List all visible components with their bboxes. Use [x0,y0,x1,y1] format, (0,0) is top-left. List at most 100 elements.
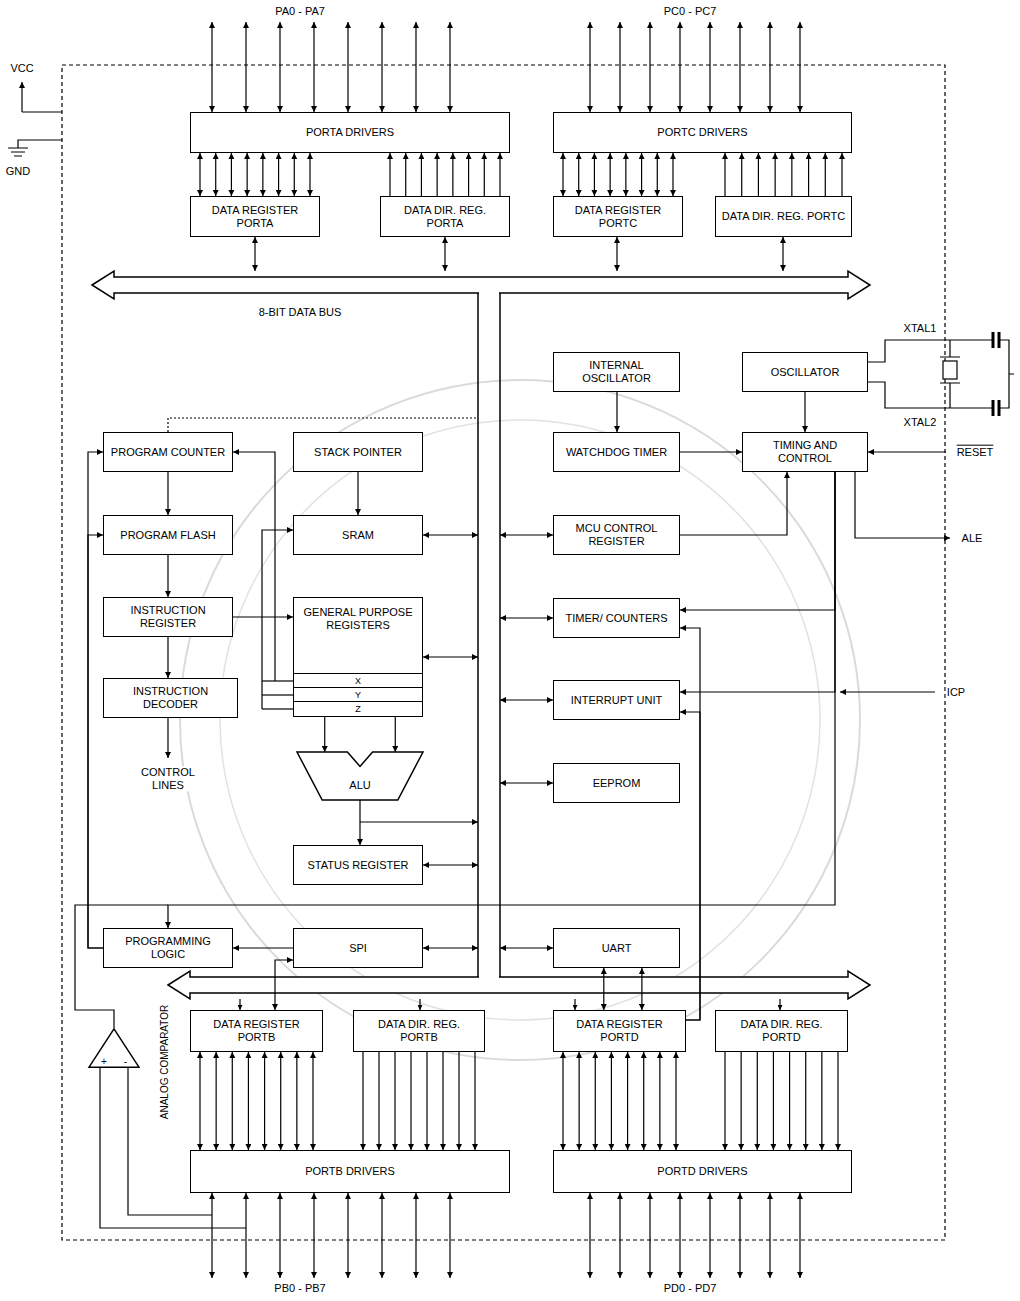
connector-line [278,153,279,196]
node-text: DATA REGISTER PORTC [558,204,678,229]
node-text: ALU [349,779,370,792]
node-text: DATA REGISTER PORTB [195,1018,318,1043]
connector [563,153,673,196]
connector-line [232,1052,233,1150]
pin-label: XTAL2 [903,416,938,429]
connector [680,628,700,1020]
node-text: EEPROM [593,777,641,790]
node-text: DATA DIR. REG. PORTB [358,1018,480,1043]
connector-line [280,1052,281,1150]
vcc-wire [21,82,22,112]
connector-line [216,1052,217,1150]
connector-line [421,153,422,196]
node-text: PORTB DRIVERS [305,1165,395,1178]
capacitor-symbol [993,332,999,416]
bus-link [500,699,553,700]
node-text: MCU CONTROL REGISTER [558,522,675,547]
pin-line [449,22,450,112]
connector-line [199,1052,200,1150]
port-drivers: PORTC DRIVERS [553,112,852,153]
icp-wire [840,691,935,692]
connector [168,472,169,515]
connector-line [680,472,835,610]
connector-line [611,1052,612,1150]
connector-line [442,1052,443,1150]
node-text: PORTC DRIVERS [657,126,747,139]
node-text: INSTRUCTION DECODER [108,685,233,710]
connector [390,153,500,196]
connector [617,392,618,432]
connector [168,555,169,597]
pin-label: RESET [956,446,995,459]
ground-label: GND [5,165,31,178]
connector-line [233,947,293,948]
block-box: MCU CONTROL REGISTER [553,515,680,555]
bus-junction [479,975,499,979]
node-text: INTERRUPT UNIT [571,694,662,707]
alu-shape: ALU [297,752,423,800]
node-text: DATA DIR. REG. PORTA [385,204,505,229]
connector-line [724,1052,725,1150]
pin-line [313,1193,314,1278]
connector [233,617,293,618]
connector-line [578,153,579,196]
connector [168,472,835,928]
node-text: DATA DIR. REG. PORTC [722,210,845,223]
ground-symbol [8,148,28,156]
pin-line [619,1193,620,1278]
block-box: INSTRUCTION REGISTER [103,597,233,637]
bus-link [423,534,478,535]
node-text: DATA REGISTER PORTD [558,1018,681,1043]
comparator-symbol-outline [88,1028,140,1068]
connector-line [680,451,742,452]
connector [563,1052,676,1150]
data-register: DATA REGISTER PORTD [553,1010,686,1052]
connector-line [231,153,232,196]
crystal-symbol [940,340,960,408]
connector-line [88,535,103,948]
connector [680,472,835,692]
pin-line [619,22,620,112]
connector-line [248,1052,249,1150]
bus-link [423,656,478,657]
connector-line [837,1052,838,1150]
node-text: WATCHDOG TIMER [566,446,667,459]
block-box: PROGRAM FLASH [103,515,233,555]
block-box: TIMER/ COUNTERS [553,598,680,638]
node-text: PORTA DRIVERS [306,126,394,139]
connector-line [659,1052,660,1150]
connector-line [625,153,626,196]
node-text: TIMER/ COUNTERS [565,612,667,625]
pointer-wire [233,452,275,681]
pin-line [347,1193,348,1278]
direction-register: DATA DIR. REG. PORTC [715,196,852,237]
connector-line [233,616,293,617]
block-box: SPI [293,928,423,968]
pointer-wire [262,530,293,709]
connector [805,392,806,432]
connector-line [757,1052,758,1150]
node-text: PROGRAM FLASH [120,529,215,542]
bus-link [419,999,420,1010]
connector-line [805,1052,806,1150]
ground-wire [999,340,1014,408]
block-box: TIMING AND CONTROL [742,432,868,472]
pin-line [679,1193,680,1278]
connector-line [789,1052,790,1150]
connector-line [672,153,673,196]
connector-line [741,1052,742,1150]
pin-line [589,22,590,112]
pointer-row: X [294,673,422,687]
connector-line [603,968,604,1010]
connector-line [405,153,406,196]
control-lines-arrow [167,718,168,758]
vcc-wire [22,111,62,112]
pin-line [415,22,416,112]
block-box: STATUS REGISTER [293,845,423,885]
connector [325,717,396,752]
connector [200,153,310,196]
connector-line [474,1052,475,1150]
